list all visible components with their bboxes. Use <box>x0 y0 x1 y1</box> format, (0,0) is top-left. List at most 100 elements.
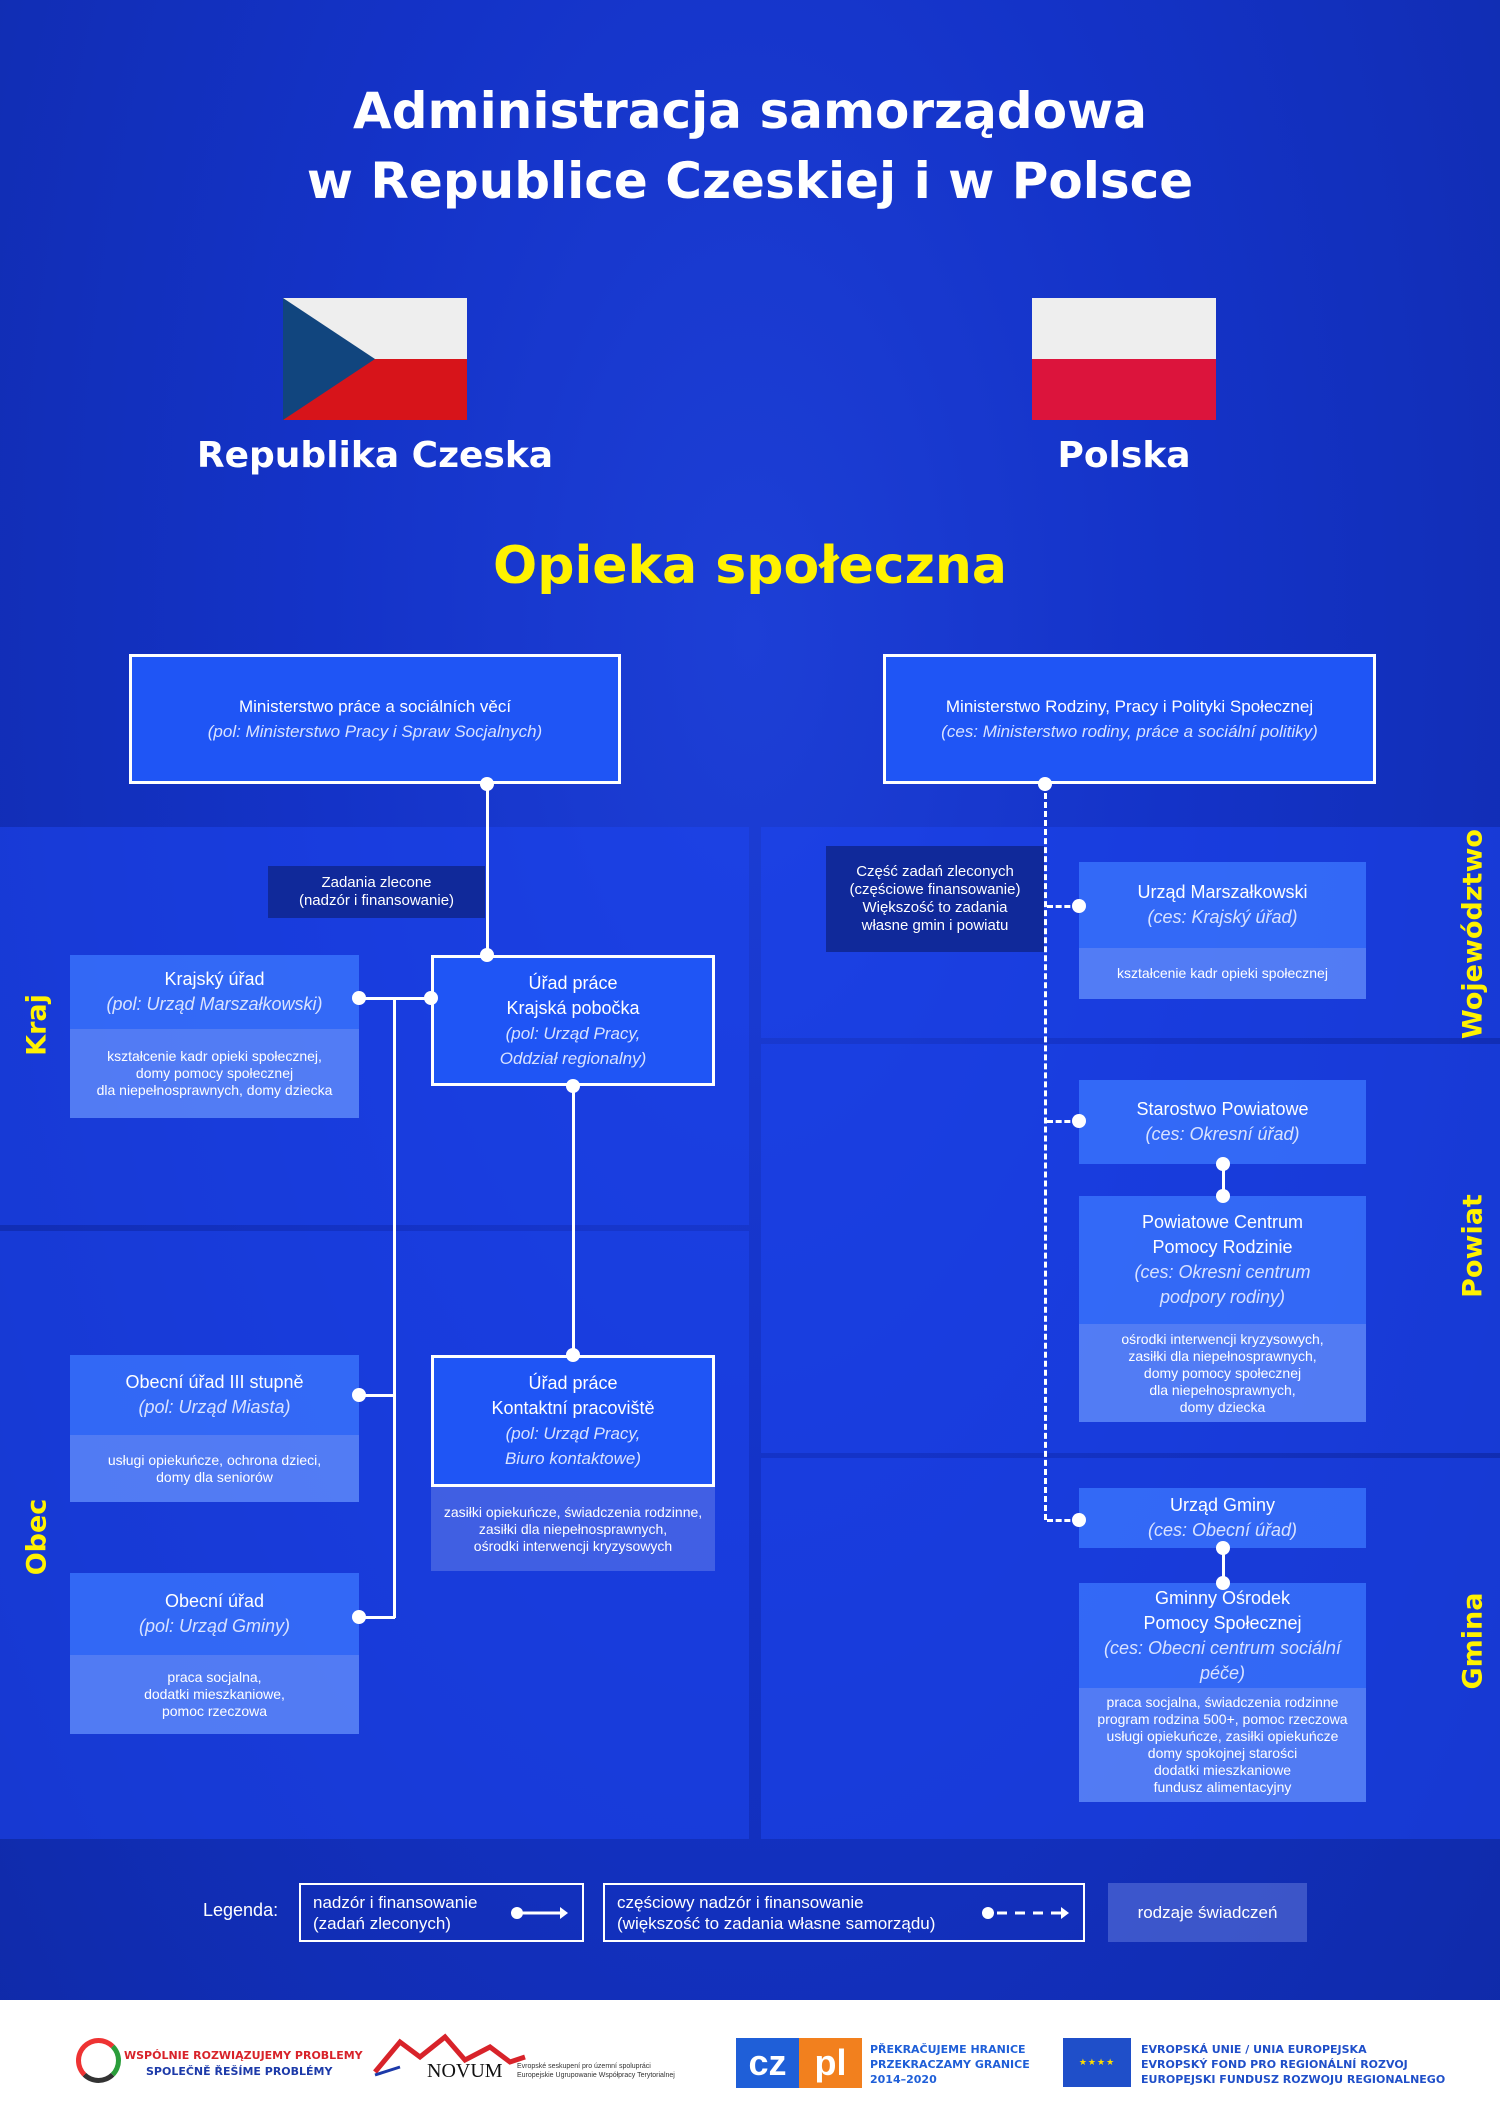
connector-line <box>359 1616 395 1619</box>
text-label: kształcenie kadr opieki społecznej, <box>107 1048 322 1064</box>
text-label: (ces: Okresni centrum <box>1134 1262 1311 1282</box>
text-label: kształcenie kadr opieki społecznej <box>1117 965 1328 981</box>
connector-dot <box>1216 1541 1230 1555</box>
connector-line <box>572 1086 575 1355</box>
connector-line <box>359 1394 395 1397</box>
text-label: usługi opiekuńcze, zasiłki opiekuńcze <box>1106 1728 1339 1744</box>
text-label: Úřad práce <box>528 972 618 993</box>
text-label: dla niepełnosprawnych, domy dziecka <box>96 1082 333 1098</box>
novum-logo-icon <box>373 2033 526 2077</box>
text-label: Oddział regionalny) <box>499 1048 647 1068</box>
text-label: Obecní úřad <box>164 1591 265 1611</box>
text-label: Część zadań zleconych <box>856 863 1014 880</box>
text-label: dodatki mieszkaniowe <box>1154 1762 1291 1778</box>
text-label: pl <box>799 2038 862 2088</box>
text-label: Úřad práce <box>528 1373 618 1393</box>
dashed-arrow-icon <box>982 1906 1069 1919</box>
connector-dot <box>1072 1114 1086 1128</box>
dashed-connector <box>1047 1120 1079 1123</box>
text-label: Starostwo Powiatowe <box>1136 1099 1309 1119</box>
footer: WSPÓLNIE ROZWIĄZUJEMY PROBLEMY SPOLEČNĚ … <box>0 2000 1500 2123</box>
connector-line <box>393 997 396 1618</box>
text-label: nadzór i finansowanie <box>313 1892 478 1912</box>
text-label: Administracja samorządowa <box>353 82 1147 140</box>
level-label-kraj: Kraj <box>21 994 53 1056</box>
text-label: (ces: Obecní úřad) <box>1147 1520 1298 1540</box>
legend-label: Legenda: <box>203 1900 279 1920</box>
text-label: EVROPSKÝ FOND PRO REGIONÁLNÍ ROZVOJ <box>1141 2058 1408 2071</box>
text-label: Krajský úřad <box>164 969 265 989</box>
connector-dot <box>352 1610 366 1624</box>
text-label: pomoc rzeczowa <box>161 1703 268 1719</box>
text-label: (częściowe finansowanie) <box>849 881 1021 898</box>
level-label-obec: Obec <box>21 1498 53 1576</box>
polish-ministry-box: Ministerstwo Rodziny, Pracy i Polityki S… <box>883 654 1376 784</box>
text-label: w Republice Czeskiej i w Polsce <box>306 152 1194 210</box>
czech-flag-icon <box>283 298 467 420</box>
text-label: (ces: Obecni centrum sociální péče) <box>1103 1637 1342 1683</box>
connector-line <box>486 784 489 955</box>
text-label: fundusz alimentacyjny <box>1153 1779 1292 1795</box>
connector-dot <box>1072 899 1086 913</box>
connector-dot <box>480 777 494 791</box>
text-label: SPOLEČNĚ ŘEŠÍME PROBLÉMY <box>146 2065 333 2078</box>
text-label: częściowy nadzór i finansowanie <box>617 1892 864 1912</box>
dashed-connector <box>1047 1519 1079 1522</box>
text-label: (pol: Urząd Pracy, <box>505 1424 641 1443</box>
polish-note: Część zadań zleconych(częściowe finansow… <box>826 846 1044 952</box>
text-label: EVROPSKÁ UNIE / UNIA EUROPEJSKA <box>1141 2043 1367 2056</box>
text-label: EUROPEJSKI FUNDUSZ ROZWOJU REGIONALNEGO <box>1141 2073 1446 2086</box>
text-label: PŘEKRAČUJEME HRANICE <box>870 2043 1026 2056</box>
connector-dot <box>352 991 366 1005</box>
text-label: ośrodki interwencji kryzysowych, <box>1121 1330 1324 1347</box>
obecni-urad-iii-unit: Obecní úřad III stupně(pol: Urząd Miasta… <box>70 1355 359 1502</box>
text-label: domy spokojnej starości <box>1147 1745 1298 1761</box>
czech-note: Zadania zlecone(nadzór i finansowanie) <box>268 866 485 918</box>
text-label: Evropské seskupení pro územní spolupráci <box>517 2063 651 2070</box>
text-label: NOVUM <box>427 2060 503 2082</box>
text-label: Europejskie Ugrupowanie Współpracy Teryt… <box>517 2072 675 2079</box>
text-label: usługi opiekuńcze, ochrona dzieci, <box>107 1451 322 1468</box>
text-label: Zadania zlecone <box>321 874 432 891</box>
text-label: Gminny Ośrodek <box>1154 1587 1291 1608</box>
connector-dot <box>424 991 438 1005</box>
text-label: Urząd Marszałkowski <box>1137 882 1308 902</box>
text-label: PRZEKRACZAMY GRANICE <box>870 2058 1030 2071</box>
legend-benefits: rodzaje świadczeń <box>1108 1883 1307 1942</box>
text-label: praca socjalna, świadczenia rodzinne <box>1106 1694 1339 1710</box>
text-label: podpory rodiny) <box>1159 1287 1286 1307</box>
connector-dot <box>1216 1189 1230 1203</box>
dashed-connector <box>1047 905 1079 908</box>
text-label: Krajská pobočka <box>506 997 640 1018</box>
text-label: zasiłki opiekuńcze, świadczenia rodzinne… <box>443 1503 703 1520</box>
text-label: Większość to zadania <box>862 899 1008 916</box>
text-label: (zadań zleconych) <box>313 1913 451 1933</box>
benefits-list: kształcenie kadr opieki społecznej <box>1079 948 1366 999</box>
text-label: zasiłki dla niepełnosprawnych, <box>478 1520 668 1537</box>
text-label: (ces: Ministerstwo rodiny, práce a sociá… <box>941 722 1318 741</box>
text-label: domy pomocy społecznej <box>135 1065 294 1081</box>
benefits-list: kształcenie kadr opieki społecznej,domy … <box>70 1029 359 1118</box>
connector-dot <box>566 1348 580 1362</box>
text-label: (pol: Ministerstwo Pracy i Spraw Socjaln… <box>207 722 543 741</box>
benefits-list: ośrodki interwencji kryzysowych,zasiłki … <box>1079 1324 1366 1422</box>
connector-dot <box>1072 1513 1086 1527</box>
text-label: (pol: Urząd Pracy, <box>505 1023 641 1043</box>
urzad-gminy-unit: Urząd Gminy(ces: Obecní úřad) <box>1079 1488 1366 1548</box>
connector-line <box>1222 1164 1225 1196</box>
text-label: (ces: Okresní úřad) <box>1145 1124 1300 1144</box>
legend-solid: nadzór i finansowanie(zadań zleconych) <box>299 1883 584 1942</box>
kontaktni-benefits: zasiłki opiekuńcze, świadczenia rodzinne… <box>431 1487 715 1571</box>
text-label: Kontaktní pracoviště <box>491 1398 655 1418</box>
text-label: (nadzór i finansowanie) <box>298 892 455 909</box>
text-label: praca socjalna, <box>167 1669 262 1685</box>
text-label: ośrodki interwencji kryzysowych <box>473 1537 673 1554</box>
text-label: Pomocy Rodzinie <box>1152 1237 1293 1257</box>
country-poland: Polska <box>1057 435 1191 476</box>
band-obec <box>0 1231 749 1839</box>
text-label: Ministerstwo Rodziny, Pracy i Polityki S… <box>945 697 1314 716</box>
text-label: cz <box>736 2038 799 2088</box>
country-czech: Republika Czeska <box>196 435 554 476</box>
text-label: WSPÓLNIE ROZWIĄZUJEMY PROBLEMY <box>124 2049 363 2062</box>
